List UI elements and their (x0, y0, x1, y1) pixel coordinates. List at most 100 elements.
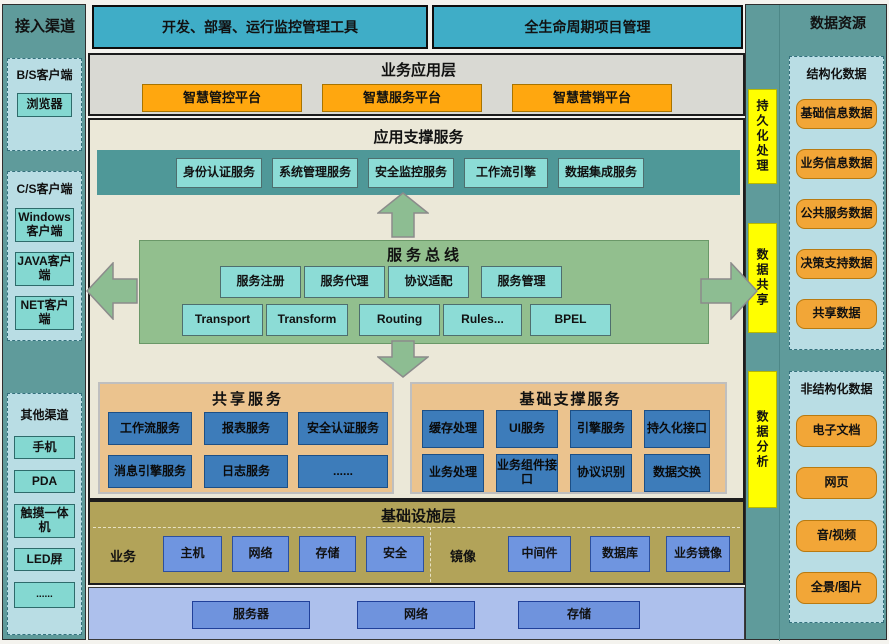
data-sharing-strip: 数据共享 (748, 223, 777, 333)
service-box: 数据集成服务 (558, 158, 644, 188)
bus-function-box: 服务代理 (304, 266, 385, 298)
infra-box: 主机 (163, 536, 222, 572)
base-service-box: 业务组件接口 (496, 454, 558, 492)
data-box: 公共服务数据 (796, 199, 877, 229)
divider (779, 5, 780, 641)
service-box: 系统管理服务 (272, 158, 358, 188)
access-channels-sidebar: 接入渠道 B/S客户端 浏览器 C/S客户端 Windows客户端 JAVA客户… (2, 4, 86, 640)
access-channels-title: 接入渠道 (14, 18, 75, 35)
bs-client-label: B/S客户端 (16, 68, 73, 82)
pda-box: PDA (14, 470, 75, 493)
structured-data-label: 结构化数据 (806, 67, 867, 81)
divider (93, 527, 740, 528)
right-arrow-icon (700, 262, 758, 320)
base-service-box: 业务处理 (422, 454, 484, 492)
data-box: 网页 (796, 467, 877, 499)
bus-component-box: Transport (182, 304, 263, 336)
bs-client-panel: B/S客户端 浏览器 (7, 58, 82, 151)
windows-client-box: Windows客户端 (15, 208, 74, 242)
touch-kiosk-box: 触摸一体机 (14, 504, 75, 538)
data-box: 共享数据 (796, 299, 877, 329)
platform-box: 智慧服务平台 (322, 84, 482, 112)
cs-client-label: C/S客户端 (16, 182, 73, 196)
service-bus-title: 服务总线 (386, 247, 463, 264)
shared-service-box: ...... (298, 455, 388, 488)
other-channels-panel: 其他渠道 手机 PDA 触摸一体机 LED屏 ...... (7, 393, 82, 635)
service-box: 工作流引擎 (464, 158, 548, 188)
infra-box: 中间件 (508, 536, 571, 572)
app-support-panel: 应用支撑服务 身份认证服务 系统管理服务 安全监控服务 工作流引擎 数据集成服务… (88, 118, 745, 500)
bus-component-box: Routing (359, 304, 440, 336)
mirror-group-label: 镜像 (449, 549, 476, 564)
shared-service-box: 消息引擎服务 (108, 455, 192, 488)
dev-tools-bar: 开发、部署、运行监控管理工具 (92, 5, 428, 49)
mobile-box: 手机 (14, 436, 75, 459)
data-box: 音/视频 (796, 520, 877, 552)
infra-box: 数据库 (590, 536, 650, 572)
business-app-layer: 业务应用层 智慧管控平台 智慧服务平台 智慧营销平台 (88, 53, 745, 116)
business-group-label: 业务 (109, 549, 136, 564)
hardware-box: 服务器 (192, 601, 310, 629)
service-bus: 服务总线 服务注册 服务代理 协议适配 服务管理 Transport Trans… (139, 240, 709, 344)
up-arrow-icon (377, 192, 429, 238)
data-box: 全景/图片 (796, 572, 877, 604)
bus-component-box: BPEL (530, 304, 611, 336)
base-support-title: 基础支撑服务 (519, 391, 622, 408)
shared-services-panel: 共享服务 工作流服务 报表服务 安全认证服务 消息引擎服务 日志服务 .....… (98, 382, 394, 494)
hardware-box: 网络 (357, 601, 475, 629)
bus-component-box: Rules... (443, 304, 522, 336)
led-screen-box: LED屏 (14, 548, 75, 571)
cs-client-panel: C/S客户端 Windows客户端 JAVA客户端 NET客户端 (7, 171, 82, 341)
lifecycle-bar: 全生命周期项目管理 (432, 5, 743, 49)
persistence-strip: 持久化处理 (748, 89, 777, 184)
infra-box: 业务镜像 (666, 536, 730, 572)
unstructured-data-panel: 非结构化数据 电子文档 网页 音/视频 全景/图片 (789, 371, 884, 623)
data-box: 业务信息数据 (796, 149, 877, 179)
down-arrow-icon (377, 340, 429, 378)
base-support-panel: 基础支撑服务 缓存处理 UI服务 引擎服务 持久化接口 业务处理 业务组件接口 … (410, 382, 727, 494)
shared-service-box: 安全认证服务 (298, 412, 388, 445)
app-support-title: 应用支撑服务 (373, 129, 464, 146)
infra-box: 网络 (232, 536, 289, 572)
base-service-box: 协议识别 (570, 454, 632, 492)
divider (430, 527, 431, 582)
data-box: 决策支持数据 (796, 249, 877, 279)
service-box: 安全监控服务 (368, 158, 454, 188)
more-channels-box: ...... (14, 582, 75, 608)
base-service-box: UI服务 (496, 410, 558, 448)
net-client-box: NET客户端 (15, 296, 74, 330)
hardware-band: 服务器 网络 存储 (88, 587, 745, 640)
other-channels-label: 其他渠道 (20, 408, 69, 422)
base-service-box: 持久化接口 (644, 410, 710, 448)
infrastructure-title: 基础设施层 (380, 508, 456, 525)
bus-component-box: Transform (266, 304, 348, 336)
business-app-layer-title: 业务应用层 (380, 62, 456, 79)
data-box: 电子文档 (796, 415, 877, 447)
data-box: 基础信息数据 (796, 99, 877, 129)
infrastructure-layer: 基础设施层 业务 主机 网络 存储 安全 镜像 中间件 数据库 业务镜像 (88, 500, 745, 585)
shared-service-box: 工作流服务 (108, 412, 192, 445)
data-analysis-strip: 数据分析 (748, 371, 777, 508)
shared-services-title: 共享服务 (211, 391, 284, 408)
infra-box: 存储 (299, 536, 356, 572)
base-service-box: 缓存处理 (422, 410, 484, 448)
platform-box: 智慧管控平台 (142, 84, 302, 112)
data-resources-sidebar: 数据资源 持久化处理 数据共享 数据分析 结构化数据 基础信息数据 业务信息数据… (745, 4, 887, 641)
unstructured-data-label: 非结构化数据 (800, 382, 873, 396)
service-box: 身份认证服务 (176, 158, 262, 188)
data-resources-title: 数据资源 (810, 15, 866, 31)
shared-service-box: 日志服务 (204, 455, 288, 488)
base-service-box: 引擎服务 (570, 410, 632, 448)
bus-function-box: 服务注册 (220, 266, 301, 298)
bus-function-box: 协议适配 (388, 266, 469, 298)
java-client-box: JAVA客户端 (15, 252, 74, 286)
hardware-box: 存储 (518, 601, 640, 629)
app-support-band: 身份认证服务 系统管理服务 安全监控服务 工作流引擎 数据集成服务 (97, 150, 740, 195)
platform-box: 智慧营销平台 (512, 84, 672, 112)
bus-function-box: 服务管理 (481, 266, 562, 298)
base-service-box: 数据交换 (644, 454, 710, 492)
shared-service-box: 报表服务 (204, 412, 288, 445)
browser-box: 浏览器 (17, 93, 72, 117)
infra-box: 安全 (366, 536, 424, 572)
